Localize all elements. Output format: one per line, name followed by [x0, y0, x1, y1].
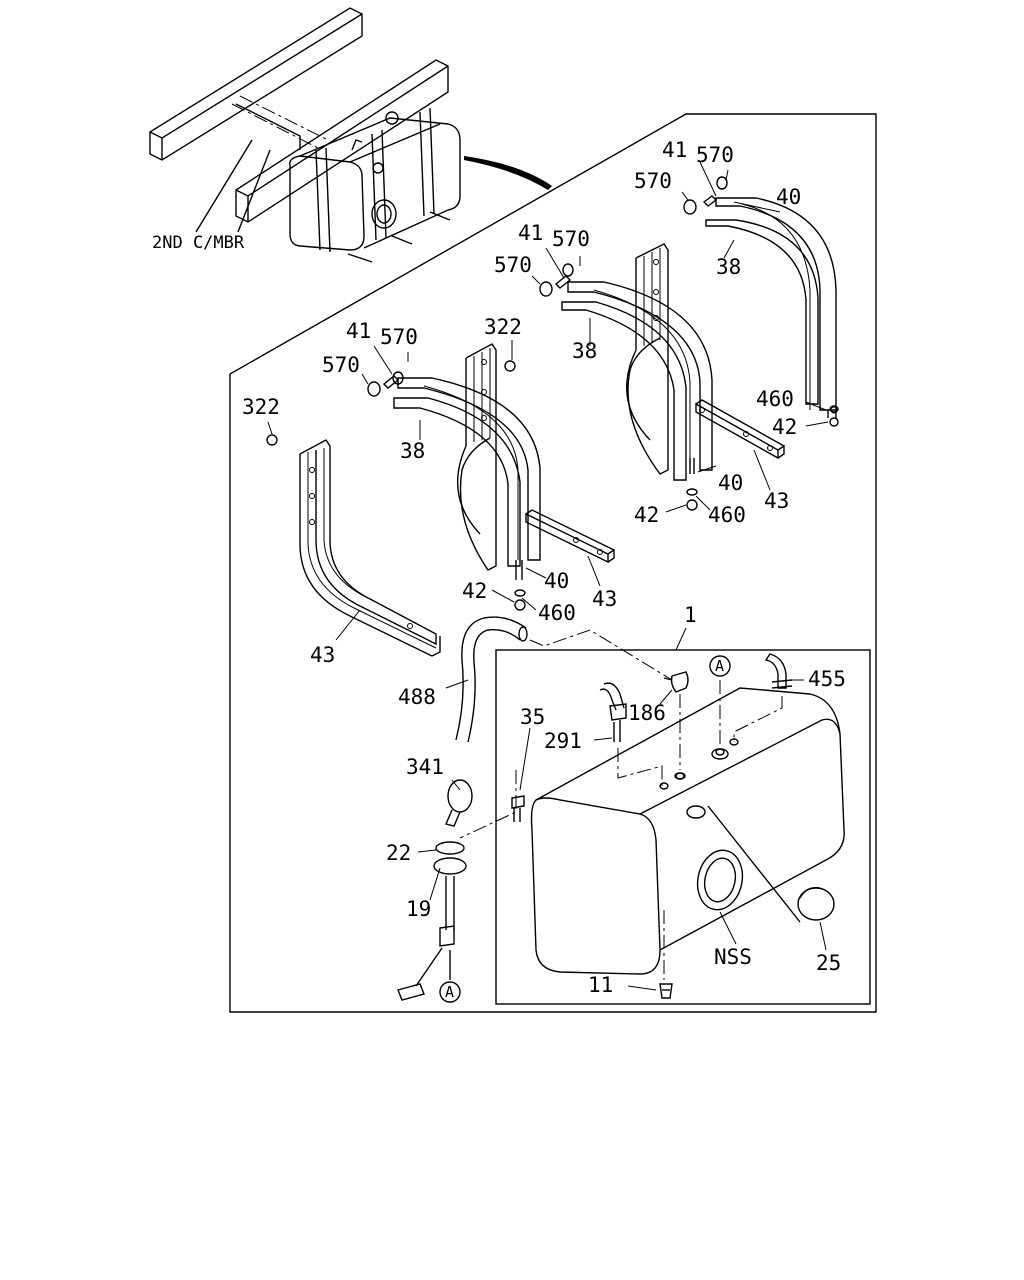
inset-label: 2ND C/MBR [152, 233, 245, 253]
callout-460: 460 [708, 503, 746, 527]
callout-40: 40 [776, 185, 801, 209]
callout-labels: 41 570 570 40 38 460 42 41 570 570 38 32… [242, 138, 846, 997]
callout-1: 1 [684, 603, 697, 627]
callout-40: 40 [718, 471, 743, 495]
circled-ref-a-top: A [709, 655, 731, 677]
bracket-set-right [683, 176, 839, 427]
callout-186: 186 [628, 701, 666, 725]
circled-ref-a-bottom: A [439, 981, 461, 1003]
circled-ref-a-top-label: A [715, 657, 724, 675]
callout-570: 570 [494, 253, 532, 277]
overview-inset: 2ND C/MBR [149, 7, 552, 263]
callout-38: 38 [716, 255, 741, 279]
callout-488: 488 [398, 685, 436, 709]
bracket-set-left [367, 343, 615, 611]
circled-ref-a-bottom-label: A [445, 983, 454, 1001]
callout-38: 38 [400, 439, 425, 463]
leader-lines [267, 161, 829, 991]
callout-460: 460 [756, 387, 794, 411]
callout-322: 322 [242, 395, 280, 419]
callout-41: 41 [346, 319, 371, 343]
callout-570: 570 [380, 325, 418, 349]
callout-35: 35 [520, 705, 545, 729]
callout-570: 570 [696, 143, 734, 167]
callout-570: 570 [552, 227, 590, 251]
callout-455: 455 [808, 667, 846, 691]
callout-43: 43 [764, 489, 789, 513]
callout-41: 41 [518, 221, 543, 245]
callout-38: 38 [572, 339, 597, 363]
callout-22: 22 [386, 841, 411, 865]
callout-42: 42 [772, 415, 797, 439]
bracket-set-middle [504, 243, 785, 511]
fuel-sender-parts [397, 770, 525, 1001]
callout-43: 43 [310, 643, 335, 667]
callout-42: 42 [634, 503, 659, 527]
callout-nss: NSS [714, 945, 752, 969]
callout-25: 25 [816, 951, 841, 975]
callout-11: 11 [588, 973, 613, 997]
hose-488 [455, 616, 673, 743]
tank-assembly-box [495, 649, 871, 1005]
callout-43: 43 [592, 587, 617, 611]
callout-41: 41 [662, 138, 687, 162]
callout-19: 19 [406, 897, 431, 921]
callout-341: 341 [406, 755, 444, 779]
callout-322: 322 [484, 315, 522, 339]
callout-40: 40 [544, 569, 569, 593]
callout-570: 570 [634, 169, 672, 193]
tank-fittings [599, 653, 793, 786]
bracket-far-left [266, 434, 441, 657]
fuel-tank [530, 687, 845, 999]
callout-460: 460 [538, 601, 576, 625]
diagram-boundary [229, 113, 877, 1013]
callout-42: 42 [462, 579, 487, 603]
callout-570: 570 [322, 353, 360, 377]
callout-291: 291 [544, 729, 582, 753]
